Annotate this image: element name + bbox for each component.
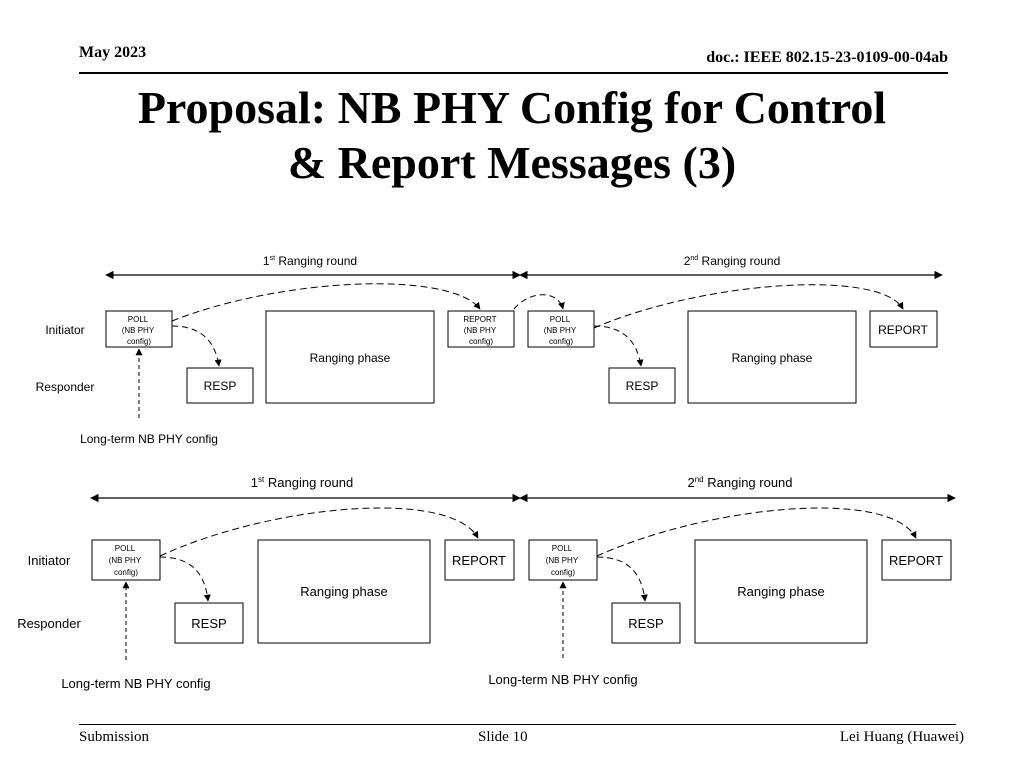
bottom-resp1-box xyxy=(174,602,244,644)
bottom-poll1-to-resp1-arrow xyxy=(159,556,211,602)
top-resp1-text: RESP xyxy=(204,379,237,393)
slide-title: Proposal: NB PHY Config for Control & Re… xyxy=(40,80,984,190)
top-poll2-to-report2-arrow xyxy=(593,284,904,329)
footer-submission: Submission xyxy=(79,729,150,745)
bottom-poll2-text: POLL (NB PHY config) xyxy=(546,544,581,577)
bottom-responder-label: Responder xyxy=(17,616,81,631)
top-poll1-box xyxy=(105,310,173,348)
bottom-phase1-box xyxy=(257,539,431,644)
footer-slide-number: Slide 10 xyxy=(478,729,528,745)
top-phase2-text: Ranging phase xyxy=(732,351,813,365)
bottom-poll1-box xyxy=(91,539,161,581)
bottom-report1-box xyxy=(444,539,515,581)
top-report2-text: REPORT xyxy=(878,323,928,337)
top-initiator-label: Initiator xyxy=(45,323,84,337)
top-resp2-box xyxy=(608,367,676,404)
bottom-phase2-text: Ranging phase xyxy=(737,584,824,599)
bottom-poll2-to-resp2-arrow xyxy=(596,556,648,602)
bottom-poll2-to-report2-arrow xyxy=(596,507,917,557)
header-doc-id: doc.: IEEE 802.15-23-0109-00-04ab xyxy=(706,49,948,66)
bottom-report2-text: REPORT xyxy=(889,553,943,568)
bottom-longterm1-label: Long-term NB PHY config xyxy=(61,676,210,691)
bottom-phase2-box xyxy=(694,539,868,644)
top-round2-label: 2nd Ranging round xyxy=(684,254,781,268)
top-longterm-label: Long-term NB PHY config xyxy=(80,432,218,446)
bottom-longterm2-label: Long-term NB PHY config xyxy=(488,672,637,687)
title-line-2: & Report Messages (3) xyxy=(287,137,737,188)
bottom-poll2-box xyxy=(528,539,598,581)
top-poll2-to-resp2-arrow xyxy=(593,325,644,367)
header-divider xyxy=(79,72,948,74)
bottom-resp1-text: RESP xyxy=(191,616,226,631)
top-report1-text: REPORT (NB PHY config) xyxy=(463,315,498,346)
top-report1-box xyxy=(447,310,515,348)
top-diagram: 1st Ranging round 2nd Ranging round Init… xyxy=(36,254,943,446)
bottom-report2-box xyxy=(881,539,952,581)
bottom-initiator-label: Initiator xyxy=(28,553,71,568)
footer-author: Lei Huang (Huawei) xyxy=(839,729,964,745)
top-phase2-box xyxy=(687,310,857,404)
bottom-phase1-text: Ranging phase xyxy=(300,584,387,599)
top-resp1-box xyxy=(186,367,254,404)
top-report1-to-poll2-arrow xyxy=(513,294,565,310)
top-resp2-text: RESP xyxy=(626,379,659,393)
header-date: May 2023 xyxy=(79,44,147,61)
top-phase1-text: Ranging phase xyxy=(310,351,391,365)
bottom-report1-text: REPORT xyxy=(452,553,506,568)
footer-divider xyxy=(79,724,956,725)
title-line-1: Proposal: NB PHY Config for Control xyxy=(137,82,887,133)
top-responder-label: Responder xyxy=(36,380,95,394)
top-round1-label: 1st Ranging round xyxy=(263,254,357,268)
bottom-resp2-box xyxy=(611,602,681,644)
top-poll1-text: POLL (NB PHY config) xyxy=(122,315,157,346)
top-poll1-to-resp1-arrow xyxy=(171,325,222,367)
top-phase1-box xyxy=(265,310,435,404)
bottom-round1-label: 1st Ranging round xyxy=(251,475,353,490)
top-poll1-to-report1-arrow xyxy=(171,283,481,322)
bottom-diagram: 1st Ranging round 2nd Ranging round Init… xyxy=(17,475,956,691)
bottom-round2-label: 2nd Ranging round xyxy=(687,475,792,490)
top-poll2-text: POLL (NB PHY config) xyxy=(544,315,579,346)
bottom-poll1-text: POLL (NB PHY config) xyxy=(109,544,144,577)
top-poll2-box xyxy=(527,310,595,348)
bottom-resp2-text: RESP xyxy=(628,616,663,631)
top-report2-box xyxy=(869,310,938,348)
bottom-poll1-to-report1-arrow xyxy=(159,507,479,557)
